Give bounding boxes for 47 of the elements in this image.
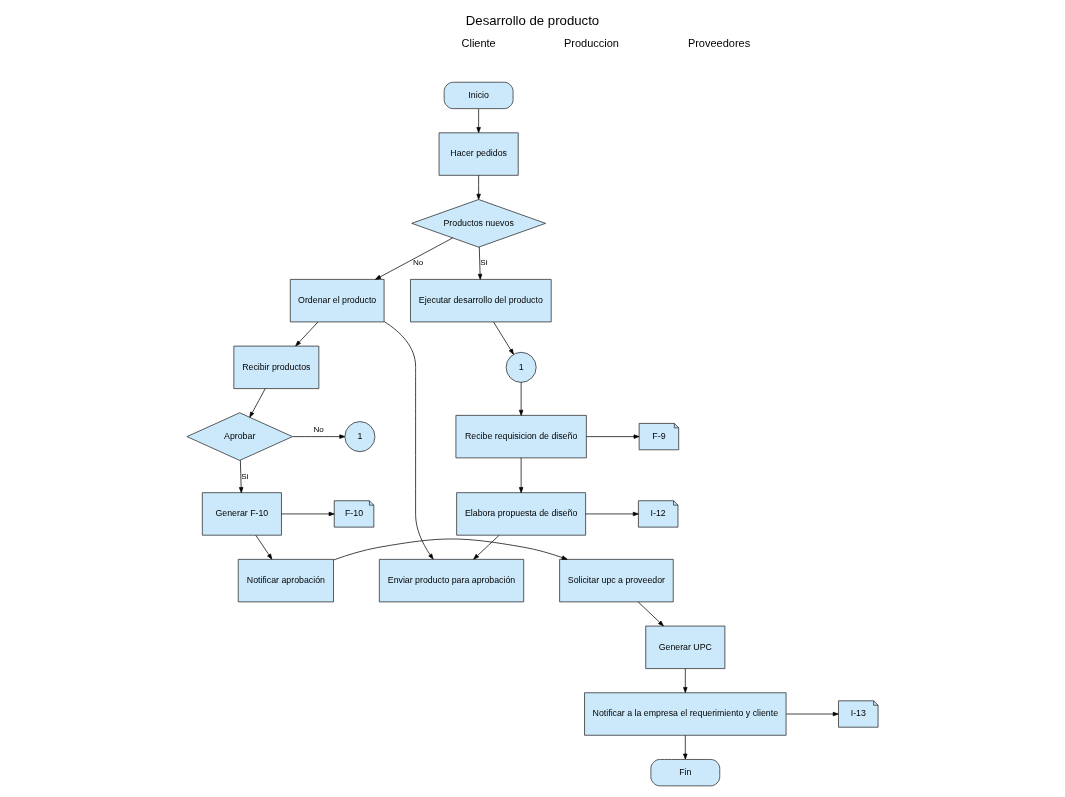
arrow xyxy=(637,601,664,627)
node-box: Recibir productos xyxy=(233,345,320,389)
node-box: Enviar producto para aprobación xyxy=(378,559,525,603)
node-diamond: Productos nuevos xyxy=(411,199,546,248)
node-box: Generar UPC xyxy=(645,625,726,669)
arrow xyxy=(476,108,481,133)
arrow xyxy=(333,538,568,561)
node-box: Notificar a la empresa el requerimiento y cliente xyxy=(584,692,787,736)
label: Proveedores xyxy=(687,37,751,50)
label: Produccion xyxy=(564,37,619,50)
edge-label: Si xyxy=(480,258,488,268)
arrow xyxy=(585,511,639,517)
node-circle: 1 xyxy=(505,351,537,383)
arrow xyxy=(476,174,481,200)
arrow xyxy=(249,388,266,418)
diagram-title: Desarrollo de producto xyxy=(465,12,600,28)
node-box: Inicio xyxy=(443,81,514,109)
edge-label: No xyxy=(313,425,324,435)
arrow xyxy=(518,382,524,416)
arrow xyxy=(383,321,434,560)
edge-label: Si xyxy=(241,471,249,481)
node-box: Generar F-10 xyxy=(201,492,282,536)
arrow xyxy=(281,511,335,517)
edge-label: No xyxy=(413,258,424,268)
arrow xyxy=(785,711,839,717)
arrow xyxy=(292,434,346,439)
arrow xyxy=(295,321,319,347)
arrow xyxy=(518,457,524,494)
node-box: Ordenar el producto xyxy=(289,279,385,323)
node-box: Fin xyxy=(650,759,721,787)
node-box: Solicitar upc a proveedor xyxy=(559,559,674,603)
node-box: Hacer pedidos xyxy=(438,132,519,176)
arrow xyxy=(493,321,514,355)
arrow xyxy=(683,735,688,760)
node-circle: 1 xyxy=(344,421,376,452)
arrow xyxy=(477,246,483,280)
arrow xyxy=(586,434,640,439)
node-box: Elabora propuesta de diseño xyxy=(456,492,586,536)
arrow xyxy=(239,459,244,493)
arrow xyxy=(375,237,454,280)
node-box: Notificar aprobación xyxy=(237,559,334,603)
arrow xyxy=(473,534,500,560)
node-box: Ejecutar desarrollo del producto xyxy=(410,279,552,323)
label: Cliente xyxy=(461,37,496,50)
arrow xyxy=(255,534,273,560)
arrow xyxy=(683,668,688,693)
node-box: Recibe requisicion de diseño xyxy=(455,415,587,459)
